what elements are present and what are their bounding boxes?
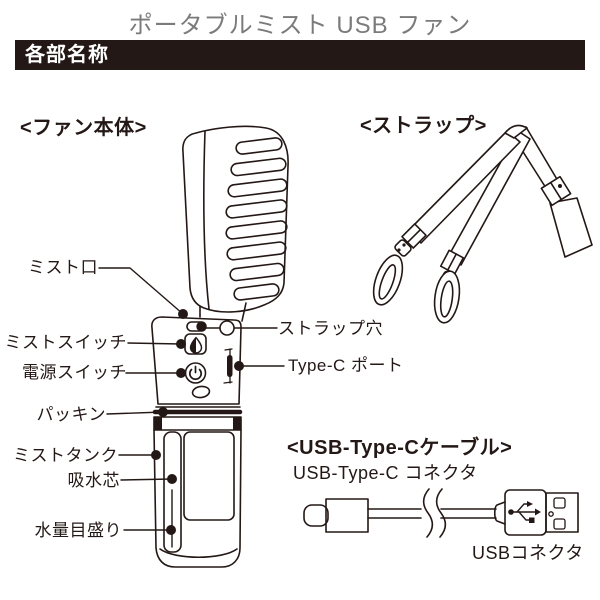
- type-c-plug-body: [325, 498, 369, 533]
- label-usb-connector: USBコネクタ: [472, 543, 584, 563]
- type-c-plug-tip: [303, 504, 329, 527]
- callout-mist-tank-dot: [151, 450, 161, 460]
- cable-break-mark: [435, 488, 447, 538]
- callout-wick-dot: [167, 474, 177, 484]
- droplet-icon: [189, 336, 203, 354]
- callout-wick-line: [120, 478, 173, 481]
- strap-apex: [504, 124, 528, 139]
- mist-tank-outline: [153, 429, 242, 568]
- callout-power-switch-dot: [176, 368, 186, 378]
- usb-cable-heading: <USB-Type-Cケーブル>: [287, 437, 513, 459]
- tank-drawing: [152, 406, 243, 568]
- section-header-bar: 各部名称: [15, 40, 585, 70]
- strap-tail: [549, 197, 593, 258]
- tank-collar: [153, 416, 242, 431]
- cable-drawing: [303, 488, 579, 538]
- handle-oval-detail: [191, 385, 211, 399]
- callout-packing-line: [106, 411, 164, 415]
- strap-middle-loop: [433, 270, 461, 324]
- fan-body-heading: <ファン本体>: [20, 117, 147, 139]
- strap-middle-buckle: [439, 249, 465, 275]
- section-header-text: 各部名称: [25, 44, 109, 66]
- wick-tube: [163, 431, 182, 553]
- callouts: [98, 267, 285, 535]
- fan-head-drawing: [182, 125, 289, 322]
- callout-mist-switch-line: [127, 342, 182, 345]
- label-water-scale: 水量目盛り: [34, 521, 122, 540]
- callout-mist-switch-dot: [176, 339, 186, 349]
- strap-drawing: [372, 124, 593, 324]
- mist-nozzle-dot: [196, 321, 206, 332]
- handle-drawing: [151, 316, 278, 405]
- usb-a-strain-relief: [493, 501, 506, 525]
- page-title: ポータブルミスト USB ファン: [128, 12, 472, 39]
- strap-right-buckle: [540, 175, 572, 207]
- label-mist-switch: ミストスイッチ: [4, 333, 127, 352]
- label-packing: パッキン: [36, 405, 106, 424]
- callout-water-scale-dot: [166, 525, 176, 535]
- tank-bottom-inner-line: [159, 548, 238, 559]
- strap-left-clasp: [394, 239, 412, 257]
- label-mist-outlet: ミスト口: [28, 258, 98, 277]
- callout-mist-outlet-dot: [178, 309, 188, 319]
- fan-grille-slats: [225, 137, 288, 301]
- neck-right-line: [241, 302, 247, 322]
- callout-packing-dot: [158, 407, 168, 417]
- label-type-c-connector: USB-Type-C コネクタ: [293, 463, 478, 483]
- callout-type-c-dot: [234, 361, 244, 371]
- mist-nozzle: [186, 321, 207, 332]
- power-icon: [188, 365, 203, 381]
- tank-window: [183, 431, 235, 521]
- type-c-port-slot: [223, 348, 233, 384]
- strap-heading: <ストラップ>: [360, 115, 487, 137]
- cable-break-mark: [422, 488, 434, 538]
- label-power-switch: 電源スイッチ: [22, 363, 127, 382]
- callout-mist-outlet-line: [98, 267, 184, 315]
- label-wick: 吸水芯: [67, 471, 120, 490]
- label-type-c-port: Type-C ポート: [288, 356, 404, 375]
- usb-a-metal-shell: [545, 492, 579, 533]
- strap-left-buckle: [401, 223, 427, 249]
- fan-front-bezel-line: [203, 130, 210, 310]
- usb-trident-icon: [508, 501, 541, 523]
- strap-left-loop: [372, 254, 404, 306]
- label-strap-hole: ストラップ穴: [278, 319, 383, 338]
- label-mist-tank: ミストタンク: [13, 446, 118, 465]
- strap-hole-circle: [219, 320, 235, 336]
